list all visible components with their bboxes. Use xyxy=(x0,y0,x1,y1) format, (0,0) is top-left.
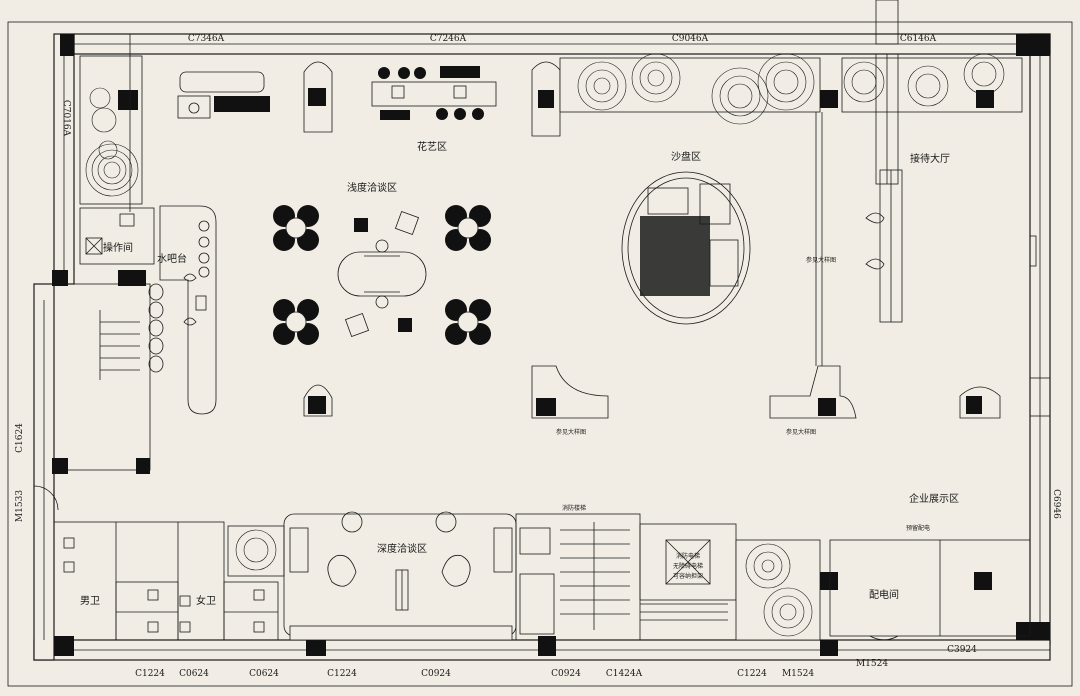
window-label-top-1: C7346A xyxy=(188,34,225,44)
window-label-bottom-7: C1424A xyxy=(606,669,643,679)
window-label-left-2: C1624 xyxy=(15,423,25,453)
window-label-bottom-9: M1524 xyxy=(782,669,814,679)
deep-talk-area xyxy=(283,511,517,641)
stair-core-left xyxy=(52,34,151,474)
room-label-women-wc: 女卫 xyxy=(196,594,216,607)
room-label-deep-talk: 深度洽谈区 xyxy=(377,542,427,555)
feature-screen xyxy=(865,0,903,323)
round-table-set-4 xyxy=(445,299,491,345)
round-table-set-1 xyxy=(273,205,319,251)
window-label-left-1: C7016A xyxy=(61,100,71,137)
window-label-bottom-10: M1524 xyxy=(856,659,888,669)
stair-core-center: 消防楼梯 xyxy=(515,504,641,656)
window-label-top-4: C6146A xyxy=(900,34,937,44)
wc-block xyxy=(53,521,326,656)
window-label-left-3: M1533 xyxy=(15,490,25,522)
display-counter-1: 参见大样图 xyxy=(531,365,609,436)
top-planter xyxy=(559,53,838,125)
door-swing-left xyxy=(33,485,59,511)
right-wall-note xyxy=(1029,235,1037,267)
window-label-bottom-3: C0624 xyxy=(249,669,279,679)
column-arch-2 xyxy=(531,61,561,137)
window-label-bottom-6: C0924 xyxy=(551,669,581,679)
room-label-sand-table: 沙盘区 xyxy=(671,150,701,163)
note-display-b: 参见大样图 xyxy=(786,428,816,436)
note-electrical: 预留配电 xyxy=(906,524,930,532)
lounge-center xyxy=(337,210,427,338)
elevator-shaft: 消防电梯 无障碍电梯 可容纳担架 xyxy=(639,523,737,621)
elevator-note-3: 可容纳担架 xyxy=(673,572,703,580)
note-stair: 消防楼梯 xyxy=(562,504,586,512)
room-label-operation: 操作间 xyxy=(103,241,133,254)
operation-room xyxy=(79,207,155,265)
note-partition: 参见大样图 xyxy=(806,256,836,264)
room-label-flower: 花艺区 xyxy=(417,140,447,153)
window-label-bottom-11: C3924 xyxy=(947,645,977,655)
elevator-note-1: 消防电梯 xyxy=(676,552,700,560)
window-label-bottom-1: C1224 xyxy=(135,669,165,679)
room-label-men-wc: 男卫 xyxy=(80,595,100,607)
drawing-frame xyxy=(7,21,1073,687)
window-label-right-1: C6946 xyxy=(1051,489,1061,519)
window-label-bottom-4: C1224 xyxy=(327,669,357,679)
round-table-set-3 xyxy=(273,299,319,345)
column-arch-3 xyxy=(303,384,333,417)
exterior-walls xyxy=(33,33,1051,661)
corner-planter xyxy=(841,53,1023,113)
window-label-bottom-8: C1224 xyxy=(737,669,767,679)
elevator-note-2: 无障碍电梯 xyxy=(673,562,703,570)
column-arch-1 xyxy=(303,61,333,133)
round-planter-wc xyxy=(227,525,285,577)
water-bar-counter xyxy=(148,205,217,415)
room-label-reception: 接待大厅 xyxy=(910,152,950,165)
left-planter xyxy=(79,55,143,205)
window-label-top-3: C9046A xyxy=(672,34,709,44)
bottom-planter xyxy=(735,539,838,656)
sand-table xyxy=(621,171,751,325)
column-arch-4 xyxy=(959,386,1001,419)
window-label-bottom-5: C0924 xyxy=(421,669,451,679)
flower-counter xyxy=(371,66,497,120)
note-display-a: 参见大样图 xyxy=(556,428,586,436)
partition-long: 参见大样图 xyxy=(806,112,836,366)
room-label-shallow-talk: 浅度洽谈区 xyxy=(347,181,397,194)
room-label-corporate-display: 企业展示区 xyxy=(909,492,959,505)
round-table-set-2 xyxy=(445,205,491,251)
room-label-electrical: 配电间 xyxy=(869,588,899,601)
display-counter-2: 参见大样图 xyxy=(769,365,857,436)
workstation-group xyxy=(177,71,270,119)
right-wall-opening xyxy=(1029,377,1051,417)
window-label-bottom-2: C0624 xyxy=(179,669,209,679)
electrical-room: 预留配电 xyxy=(829,524,1031,641)
room-label-water-bar: 水吧台 xyxy=(157,252,187,265)
window-label-top-2: C7246A xyxy=(430,34,467,44)
